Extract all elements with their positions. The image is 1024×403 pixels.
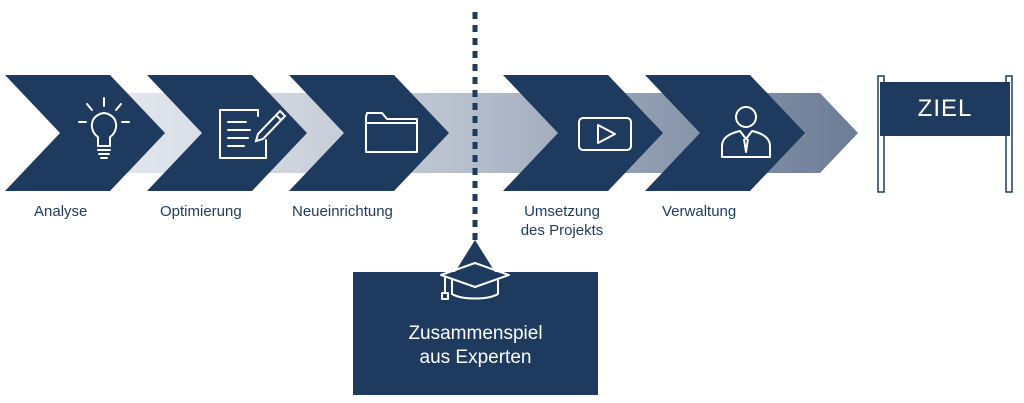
experts-title: Zusammenspiel aus Experten [353,322,598,370]
progress-band [120,93,858,173]
document-pen-icon [219,109,287,159]
chevron-umsetzung [503,75,663,191]
goal-label: ZIEL [917,95,973,122]
step-label-neueinrichtung: Neueinrichtung [292,203,393,220]
chevron-analyse [5,75,165,191]
play-video-icon [578,117,632,151]
chevron-verwaltung [645,75,805,191]
experts-title-line2: aus Experten [419,347,532,368]
experts-title-line1: Zusammenspiel [408,323,543,344]
step-label-optimierung: Optimierung [160,203,242,220]
step-label-verwaltung: Verwaltung [662,203,737,220]
person-icon [721,106,771,158]
goal-board [880,82,1010,136]
lightbulb-icon [78,97,130,159]
step-label-umsetzung-line1: Umsetzung [524,203,600,220]
step-label-umsetzung-line2: des Projekts [520,222,604,239]
experts-box [353,240,598,395]
goal-sign [877,75,1013,193]
graduation-cap-icon [440,262,510,300]
folder-icon [365,112,418,153]
chevron-neueinrichtung [289,75,449,191]
chevron-optimierung [147,75,307,191]
step-label-analyse: Analyse [34,203,88,220]
step-label-umsetzung: Umsetzung des Projekts [508,202,616,240]
